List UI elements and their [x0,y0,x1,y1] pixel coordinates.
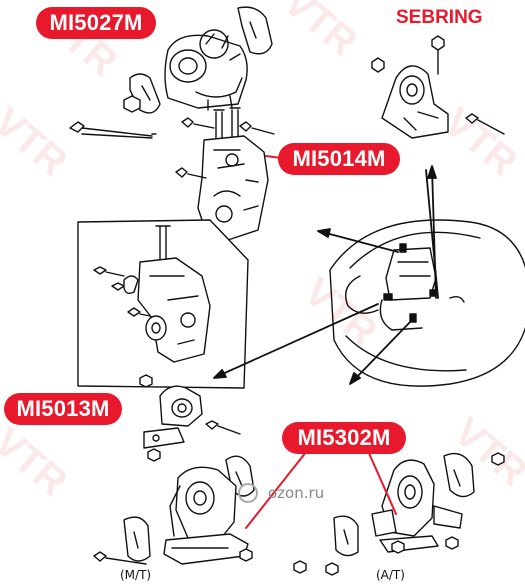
site-watermark: ozon.ru [268,484,325,502]
manual-transmission-label: (M/T) [120,568,152,582]
part-badge-mi5302m: MI5302M [282,422,406,454]
part-badge-mi5027m: MI5027M [36,7,156,39]
part-badge-mi5013m: MI5013M [4,393,122,425]
mount-mi5027m-drawing [69,6,273,139]
mount-mi5014m-drawing [175,107,275,241]
site-logo-icon [238,483,258,503]
vehicle-outline [329,219,525,387]
mount-sebring-drawing [371,35,505,139]
mount-mt-drawing [93,455,307,574]
callout-arrows [213,165,439,385]
part-badge-mi5014m: MI5014M [278,143,400,175]
leader-lines [245,151,397,529]
automatic-transmission-label: (A/T) [376,568,405,582]
mount-mi5013m-drawing [139,374,241,462]
detail-inset [77,219,249,389]
mount-at-drawing [325,452,505,576]
model-title: SEBRING [396,7,483,28]
